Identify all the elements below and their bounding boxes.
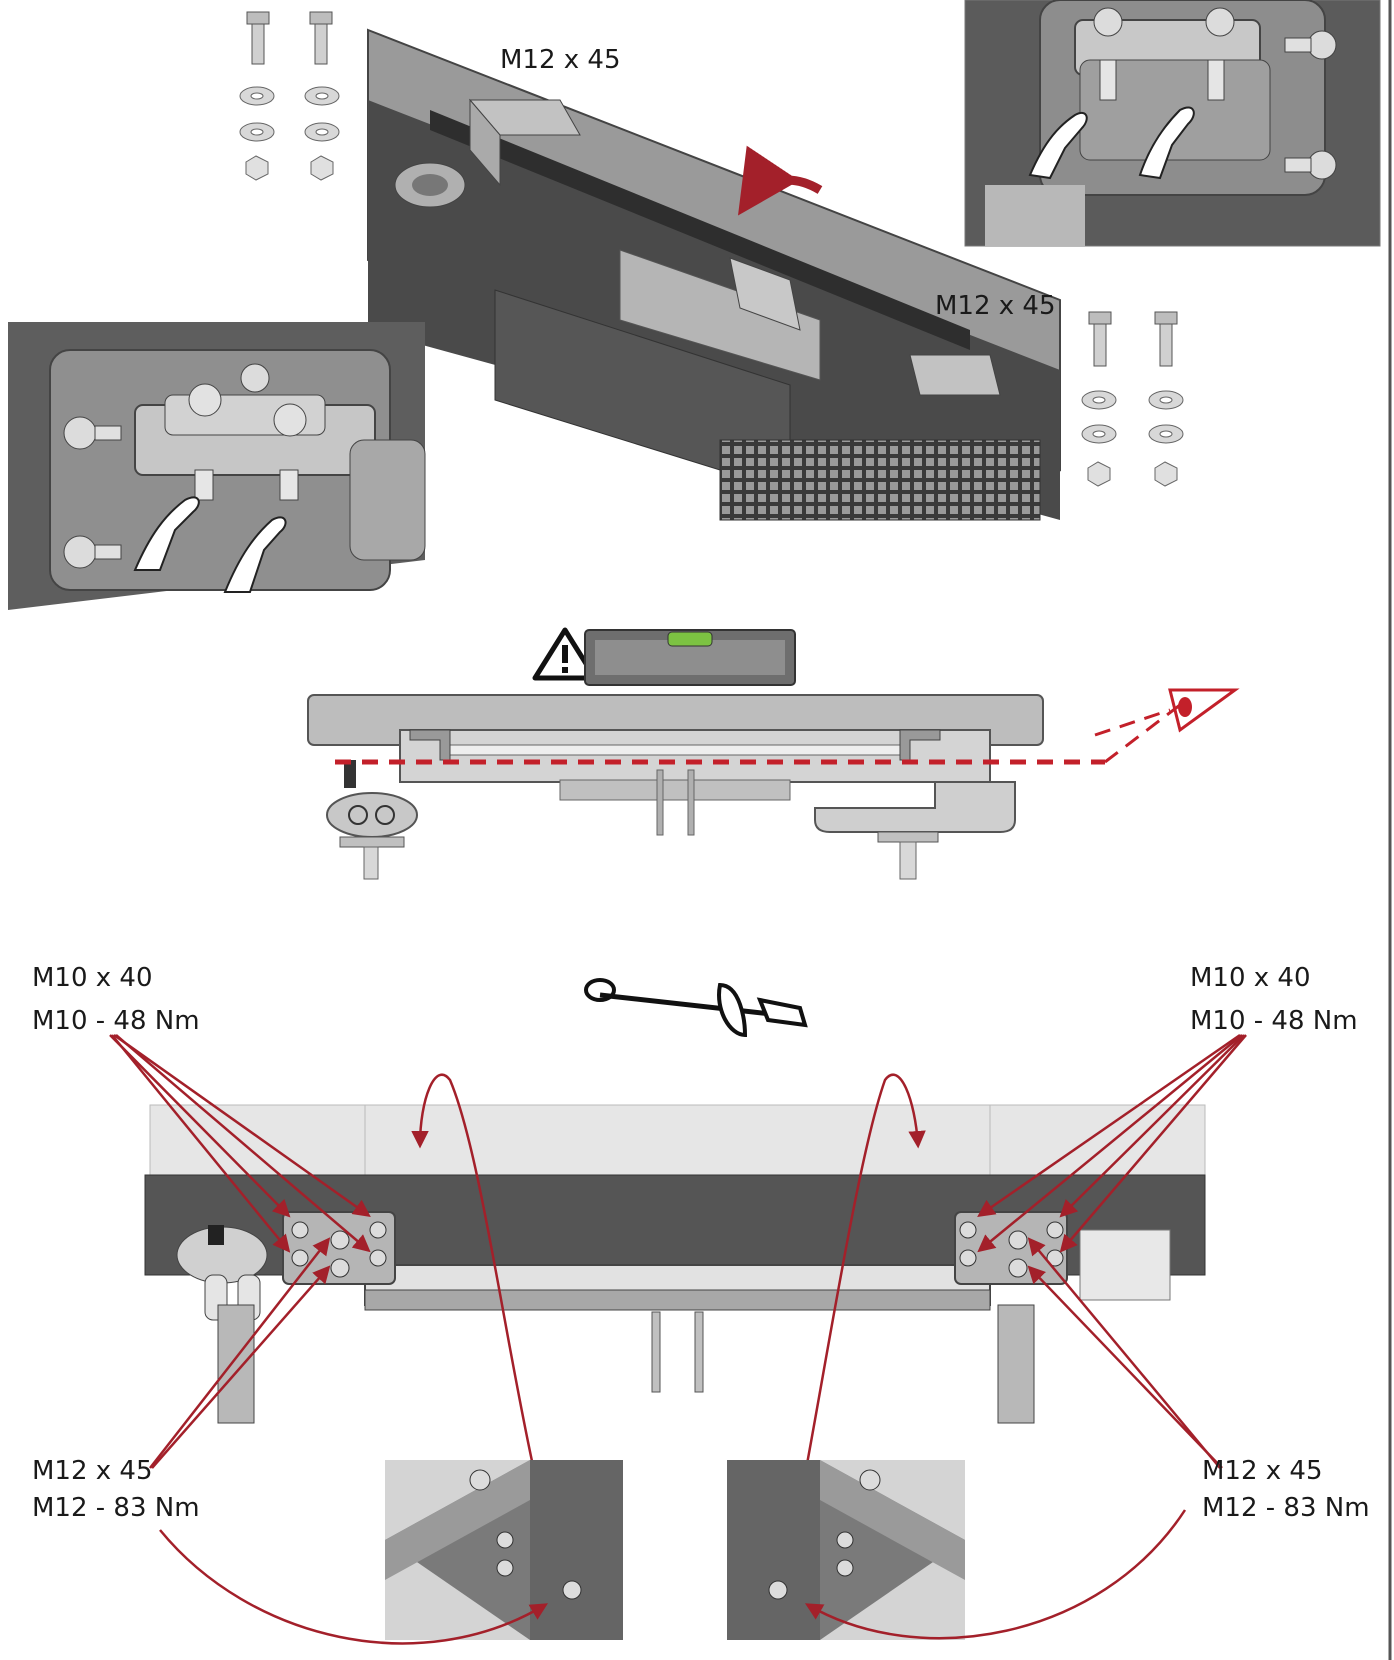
bolt-icon (1088, 311, 1178, 367)
warning-triangle-icon (532, 627, 598, 681)
bolt-icon (246, 11, 333, 65)
spirit-level-icon (584, 629, 796, 686)
hardware-set-top-right (1081, 311, 1184, 487)
label-right-m12-torque: M12 - 83 Nm (1202, 1493, 1370, 1523)
inset-left (8, 322, 426, 610)
torque-wrench-icon (584, 978, 808, 1038)
bottom-assembly (109, 1033, 1247, 1645)
corner-detail-right (727, 1460, 965, 1640)
label-left-m10-size: M10 x 40 (32, 963, 153, 993)
eye-icon (1168, 688, 1240, 733)
label-right-m12-size: M12 x 45 (1202, 1456, 1323, 1486)
nut-icon (1087, 461, 1178, 487)
hand-icon (133, 496, 287, 593)
label-left-m12-size: M12 x 45 (32, 1456, 153, 1486)
level-check-diagram (307, 627, 1240, 880)
washer-icon (1081, 390, 1184, 444)
frame-isometric-view (367, 28, 1061, 521)
label-top-bolt-left: M12 x 45 (500, 45, 621, 75)
label-left-m10-torque: M10 - 48 Nm (32, 1006, 200, 1036)
label-right-m10-torque: M10 - 48 Nm (1190, 1006, 1358, 1036)
label-top-bolt-right: M12 x 45 (935, 291, 1056, 321)
hand-icon (1028, 106, 1195, 180)
washer-icon (239, 86, 340, 142)
inset-top-right (964, 0, 1381, 247)
label-right-m10-size: M10 x 40 (1190, 963, 1311, 993)
label-left-m12-torque: M12 - 83 Nm (32, 1493, 200, 1523)
rotation-arrow (738, 145, 823, 216)
nut-icon (245, 155, 334, 181)
corner-detail-left (385, 1460, 623, 1640)
hardware-set-top-left (239, 11, 340, 181)
